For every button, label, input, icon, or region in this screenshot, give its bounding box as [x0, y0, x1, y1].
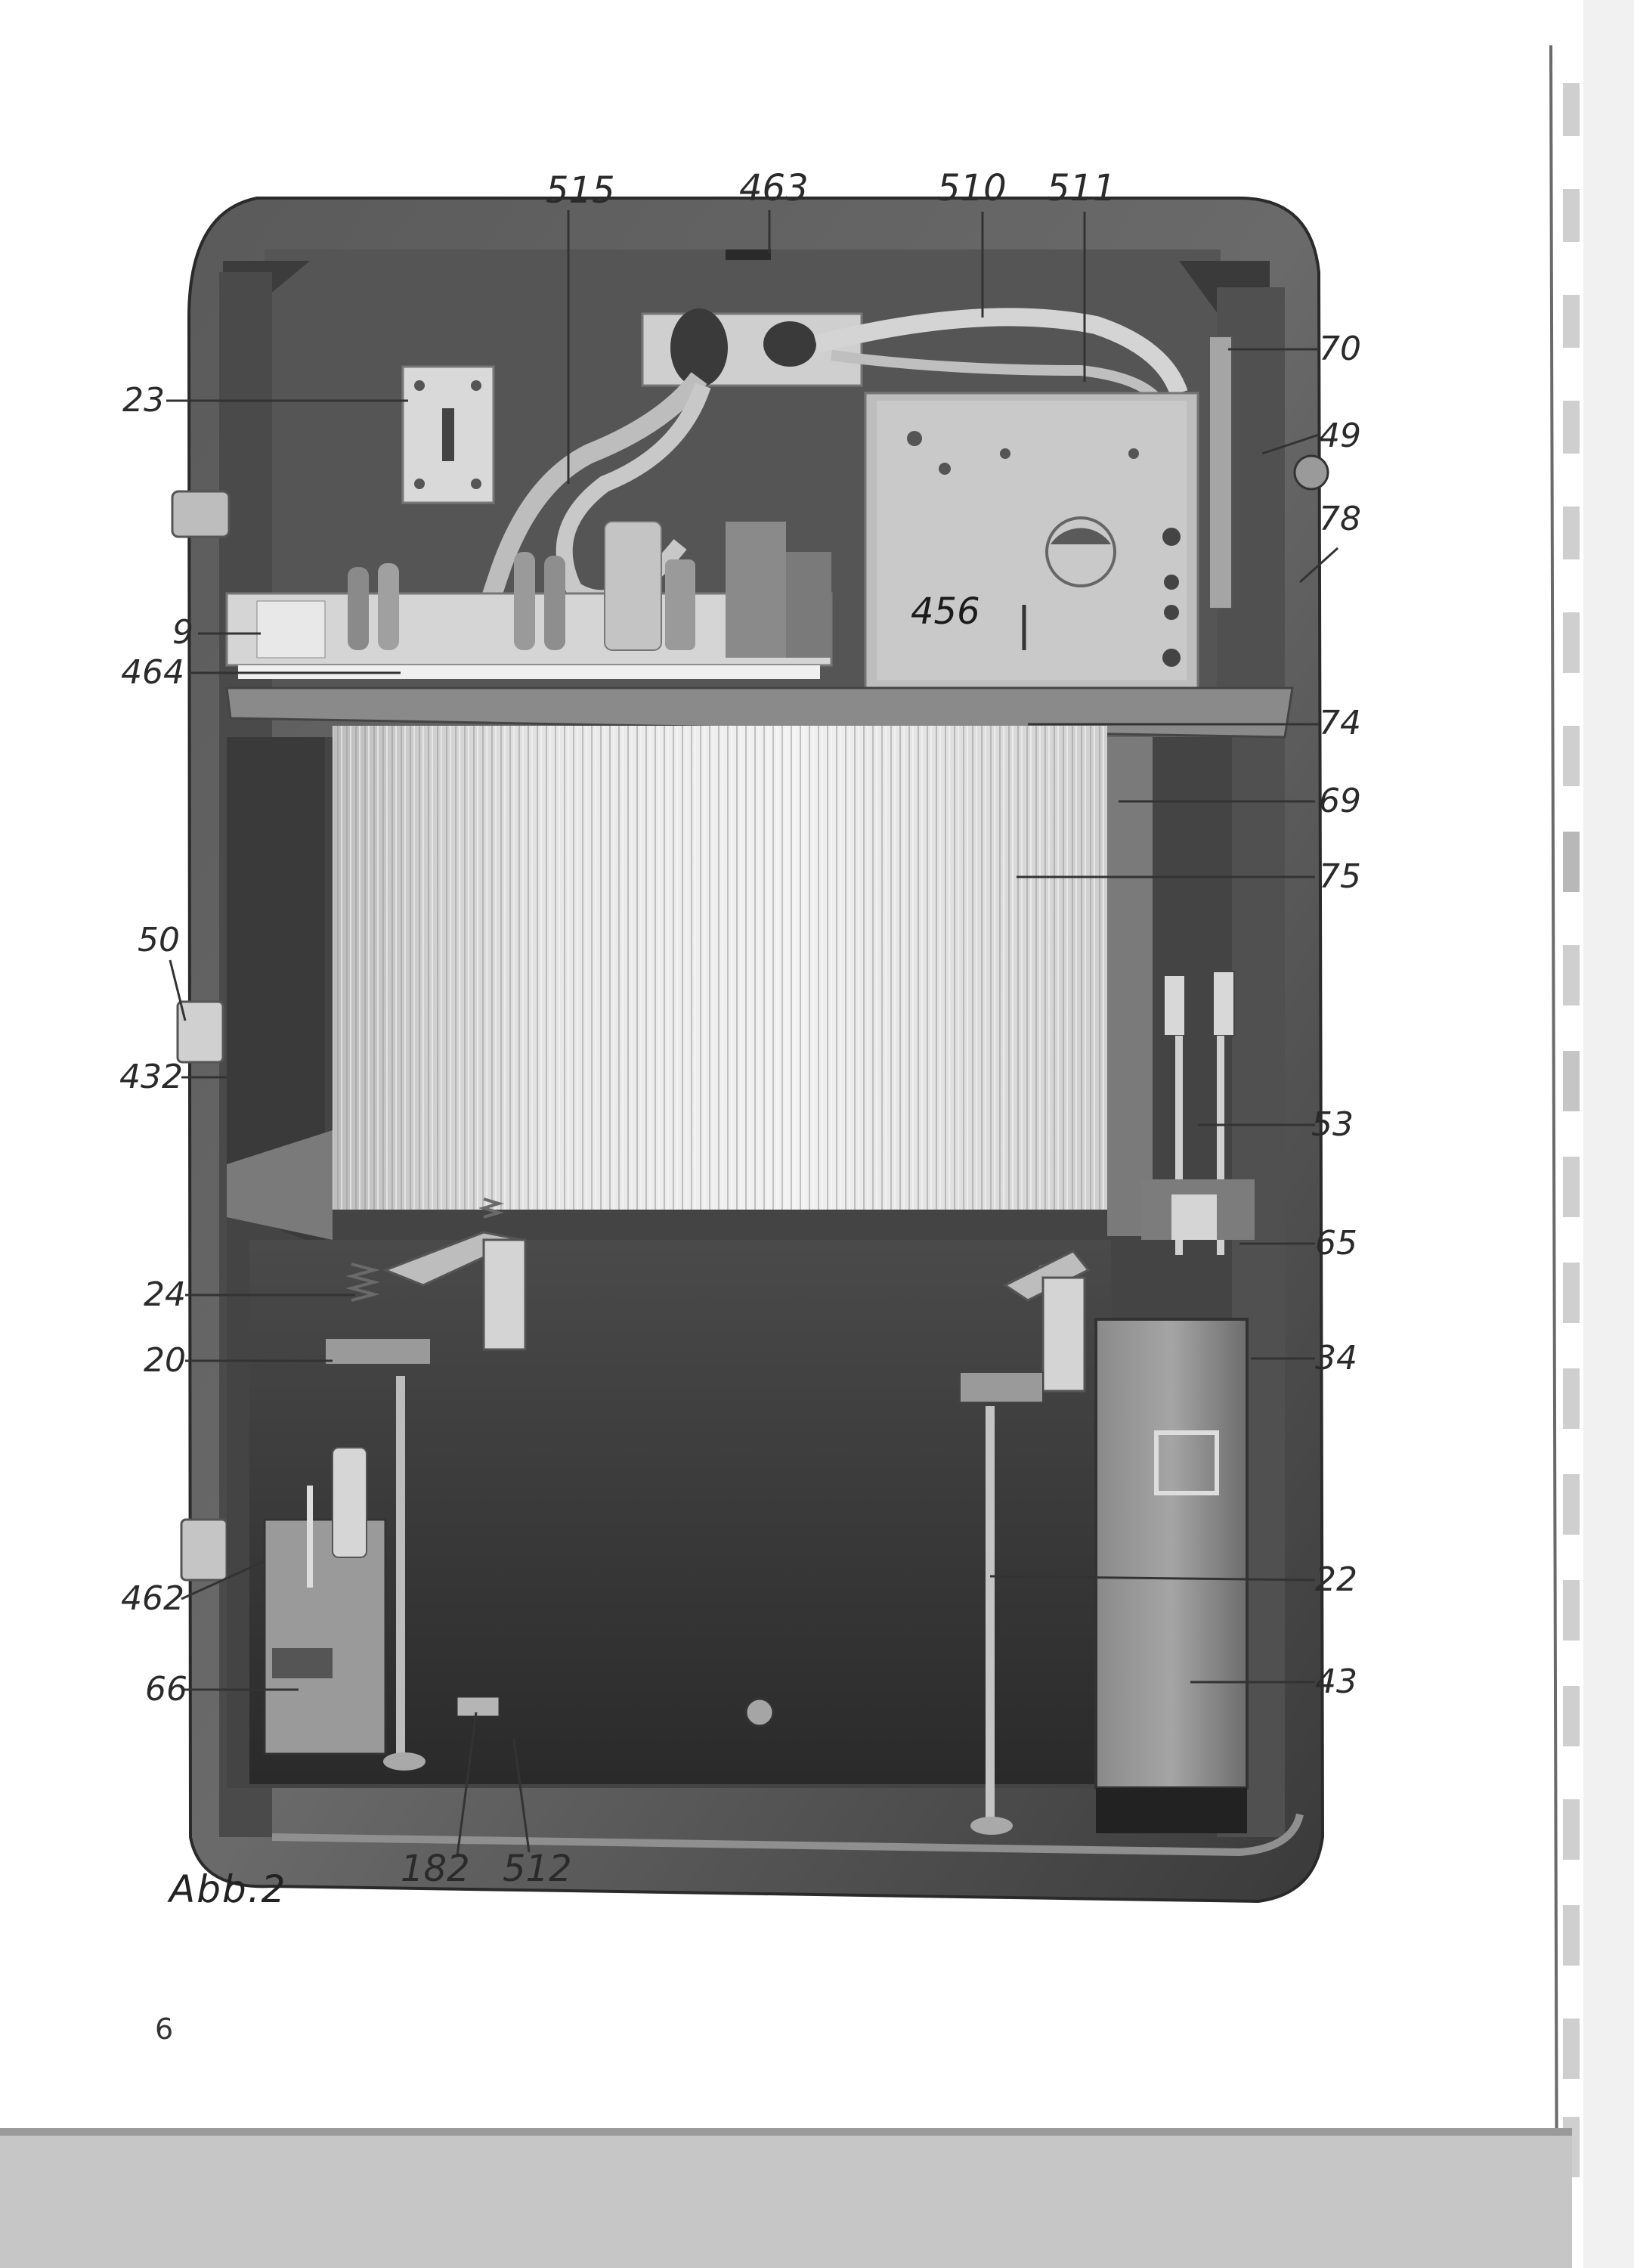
callout-label: 49	[1319, 417, 1361, 455]
callout-label: 43	[1315, 1662, 1357, 1701]
callout-label: 515	[546, 169, 615, 212]
callout-label: 182	[401, 1848, 470, 1890]
page-number: 6	[155, 2012, 174, 2046]
callout-label: 23	[122, 381, 165, 420]
callout-label: 24	[144, 1275, 186, 1314]
callout-label: 22	[1315, 1560, 1357, 1599]
cabinet-photo	[171, 197, 1329, 1904]
callout-label: 456	[911, 590, 980, 633]
callout-label: 66	[145, 1670, 187, 1709]
figure-caption: Abb.2	[169, 1867, 287, 1911]
callout-label: 74	[1319, 704, 1361, 742]
callout-label: 512	[503, 1848, 572, 1890]
callout-label: 432	[119, 1058, 183, 1096]
scanner-shadow	[0, 2132, 1572, 2268]
callout-label: 463	[739, 167, 809, 209]
callout-label: 70	[1319, 330, 1361, 368]
callout-label: 69	[1319, 782, 1361, 820]
callout-label: 510	[937, 167, 1007, 209]
right-edge-marks	[1549, 0, 1634, 2268]
callout-label: 75	[1319, 857, 1361, 896]
callout-label: 462	[121, 1579, 184, 1618]
callout-label: 464	[121, 653, 184, 692]
callout-label: 50	[138, 921, 180, 959]
callout-label: 511	[1047, 167, 1116, 209]
callout-label: 9	[172, 613, 193, 652]
callout-label: 20	[144, 1341, 186, 1380]
callout-label: 53	[1311, 1105, 1354, 1144]
callout-lines	[166, 210, 1339, 1857]
callout-label: 78	[1319, 500, 1361, 538]
callout-label: 34	[1315, 1339, 1357, 1377]
callout-label: 65	[1315, 1224, 1357, 1263]
